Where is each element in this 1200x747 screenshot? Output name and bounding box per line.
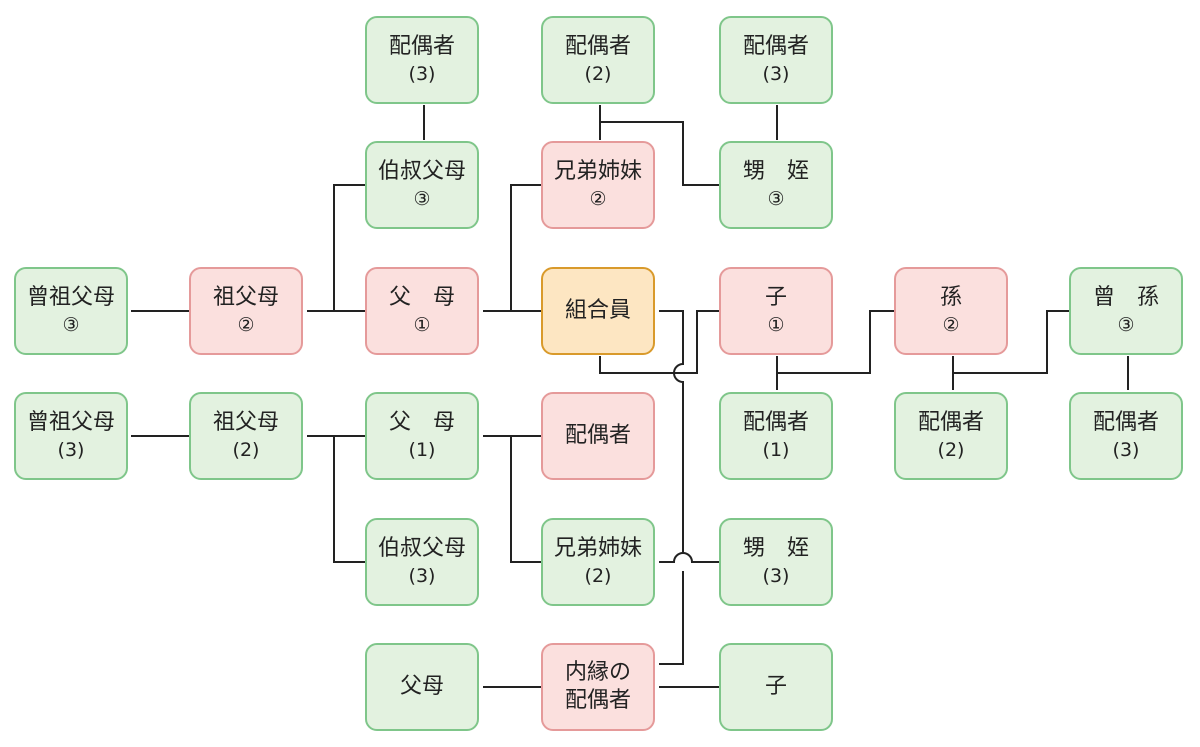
node-uncle-aunt-inlaw-3: 伯叔父母 (3) (365, 518, 479, 606)
node-degree: ② (942, 314, 960, 336)
node-label: 組合員 (564, 298, 631, 323)
node-child-of-common-law-spouse: 子 (719, 643, 833, 731)
node-label: 配偶者 (564, 34, 631, 59)
node-label: 配偶者 (917, 410, 984, 435)
node-label: 内縁の (564, 660, 631, 685)
node-label: 祖父母 (212, 410, 279, 435)
node-degree: (3) (762, 565, 790, 587)
node-great-grandchild-blood-3: 曾 孫 ③ (1069, 267, 1183, 355)
node-degree: ③ (767, 188, 785, 210)
node-spouse-of-great-grandchild-3: 配偶者 (3) (1069, 392, 1183, 480)
node-spouse-of-uncle-3: 配偶者 (3) (365, 16, 479, 104)
node-label: 子 (764, 674, 787, 699)
node-label: 配偶者 (564, 423, 631, 448)
node-degree: (3) (57, 439, 85, 461)
node-nephew-niece-blood-3: 甥 姪 ③ (719, 141, 833, 229)
node-degree: ③ (1117, 314, 1135, 336)
node-degree: (1) (762, 439, 790, 461)
node-spouse-of-child-1: 配偶者 (1) (719, 392, 833, 480)
node-label: 父 母 (388, 410, 455, 435)
node-degree: ③ (413, 188, 431, 210)
node-spouse: 配偶者 (541, 392, 655, 480)
node-great-grandparents-blood-3: 曾祖父母 ③ (14, 267, 128, 355)
node-label: 配偶者 (388, 34, 455, 59)
node-degree: (2) (232, 439, 260, 461)
node-label: 配偶者 (742, 410, 809, 435)
node-siblings-blood-2: 兄弟姉妹 ② (541, 141, 655, 229)
node-parents-of-common-law-spouse: 父母 (365, 643, 479, 731)
node-label: 配偶者 (742, 34, 809, 59)
node-label: 子 (764, 285, 787, 310)
node-label: 曾 孫 (1092, 285, 1159, 310)
node-degree: (3) (762, 63, 790, 85)
node-label: 祖父母 (212, 285, 279, 310)
node-label: 伯叔父母 (377, 536, 466, 561)
node-label-line2: 配偶者 (564, 688, 631, 713)
node-degree: (2) (584, 565, 612, 587)
node-spouse-of-nephew-3: 配偶者 (3) (719, 16, 833, 104)
node-degree: ② (237, 314, 255, 336)
node-label: 曾祖父母 (26, 285, 115, 310)
node-degree: (2) (584, 63, 612, 85)
node-label: 父母 (399, 674, 444, 699)
node-degree: (1) (408, 439, 436, 461)
node-degree: (3) (1112, 439, 1140, 461)
node-great-grandparents-inlaw-3: 曾祖父母 (3) (14, 392, 128, 480)
node-child-blood-1: 子 ① (719, 267, 833, 355)
node-grandparents-inlaw-2: 祖父母 (2) (189, 392, 303, 480)
node-label: 甥 姪 (742, 159, 809, 184)
node-grandparents-blood-2: 祖父母 ② (189, 267, 303, 355)
node-label: 甥 姪 (742, 536, 809, 561)
node-label: 父 母 (388, 285, 455, 310)
node-label: 兄弟姉妹 (553, 159, 642, 184)
node-degree: (3) (408, 63, 436, 85)
node-common-law-spouse: 内縁の 配偶者 (541, 643, 655, 731)
node-label: 配偶者 (1092, 410, 1159, 435)
node-uncle-aunt-blood-3: 伯叔父母 ③ (365, 141, 479, 229)
node-spouse-of-grandchild-2: 配偶者 (2) (894, 392, 1008, 480)
node-member: 組合員 (541, 267, 655, 355)
node-spouse-of-sibling-2: 配偶者 (2) (541, 16, 655, 104)
node-label: 兄弟姉妹 (553, 536, 642, 561)
node-parents-blood-1: 父 母 ① (365, 267, 479, 355)
node-parents-inlaw-1: 父 母 (1) (365, 392, 479, 480)
node-label: 伯叔父母 (377, 159, 466, 184)
node-degree: ① (767, 314, 785, 336)
node-label: 孫 (939, 285, 962, 310)
node-label: 曾祖父母 (26, 410, 115, 435)
node-degree: ① (413, 314, 431, 336)
node-degree: ② (589, 188, 607, 210)
node-nephew-niece-inlaw-3: 甥 姪 (3) (719, 518, 833, 606)
node-siblings-inlaw-2: 兄弟姉妹 (2) (541, 518, 655, 606)
node-degree: (2) (937, 439, 965, 461)
node-degree: ③ (62, 314, 80, 336)
node-grandchild-blood-2: 孫 ② (894, 267, 1008, 355)
node-degree: (3) (408, 565, 436, 587)
